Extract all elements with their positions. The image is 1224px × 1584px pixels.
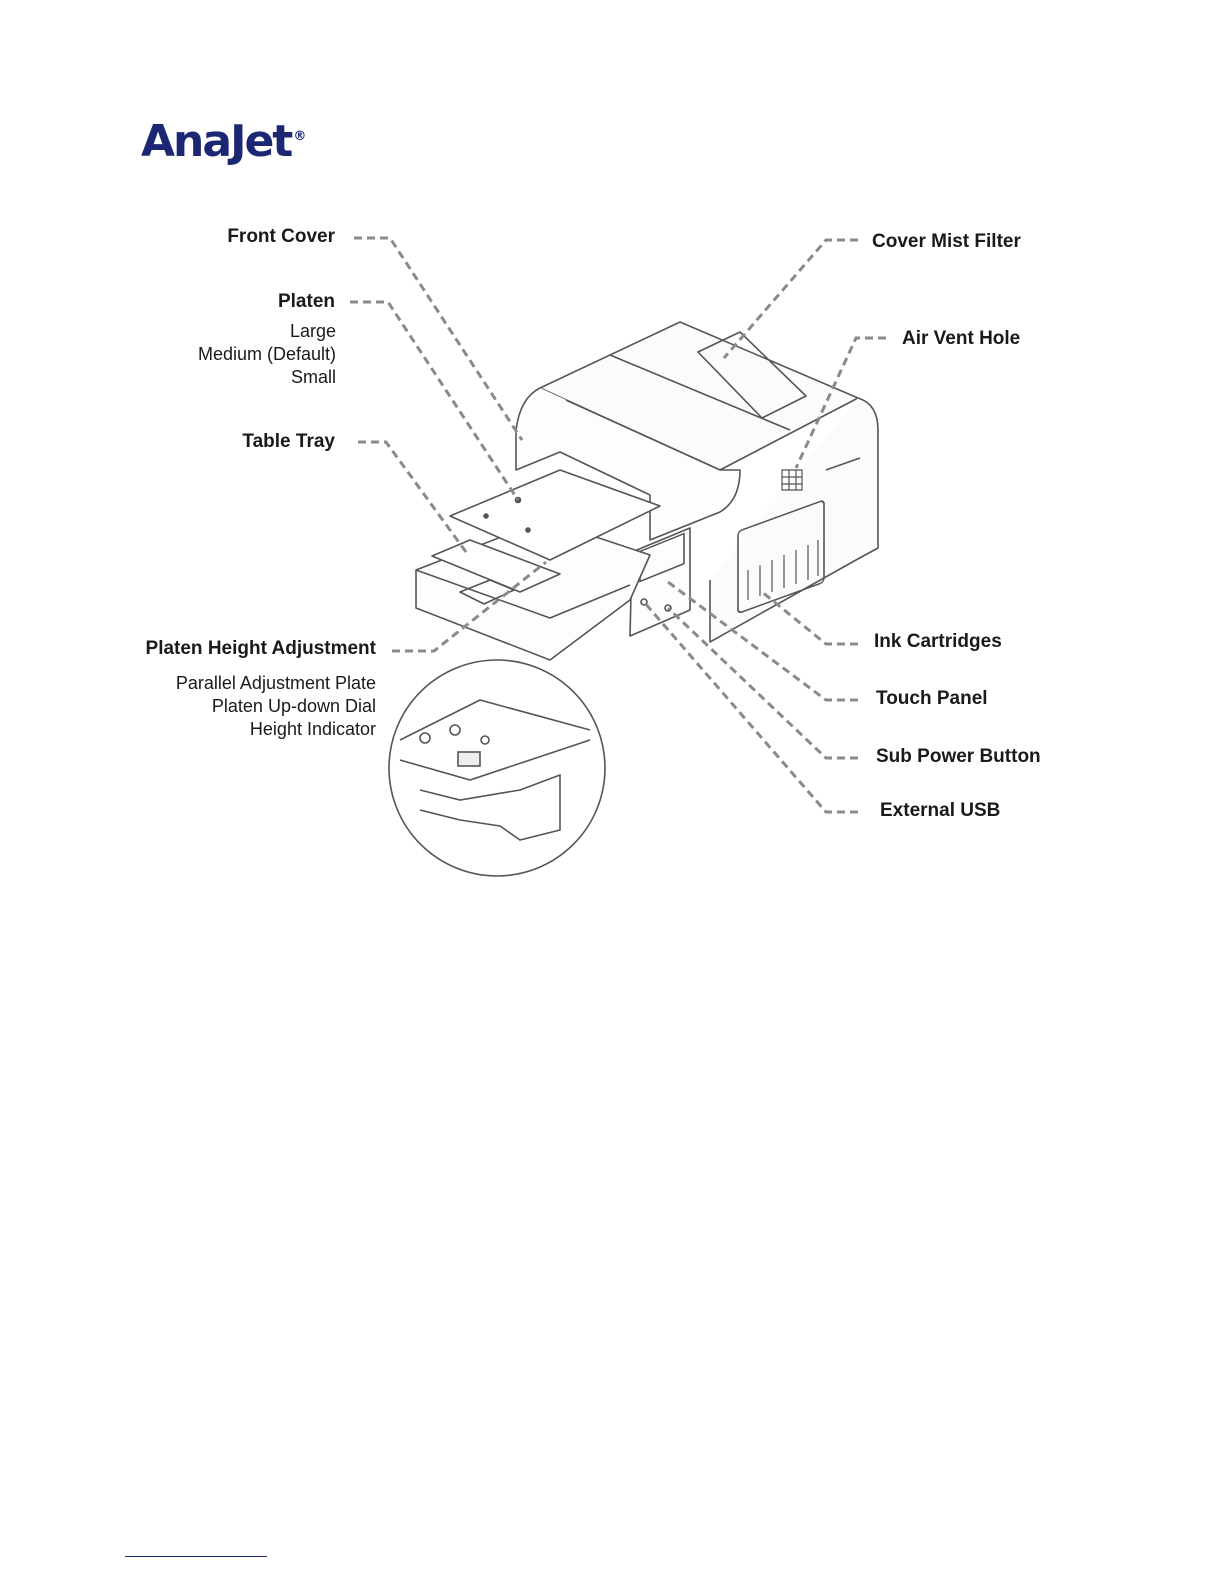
label-platen: Platen: [180, 291, 335, 313]
leader-external-usb: [644, 602, 858, 812]
label-platen-height-adjustment: Platen Height Adjustment: [120, 638, 376, 660]
leader-cover-mist-filter: [724, 240, 858, 358]
leader-front-cover: [354, 238, 522, 440]
part-parallel-adjustment-plate: Parallel Adjustment Plate: [130, 672, 376, 695]
part-height-indicator: Height Indicator: [130, 718, 376, 741]
platen-option-small: Small: [150, 366, 336, 389]
control-panel: [630, 528, 690, 636]
leader-sub-power-button: [668, 608, 858, 758]
label-table-tray: Table Tray: [180, 431, 335, 453]
label-sub-power-button: Sub Power Button: [876, 746, 1041, 768]
leader-platen: [350, 302, 518, 500]
platen-options: Large Medium (Default) Small: [150, 320, 336, 389]
label-external-usb: External USB: [880, 800, 1000, 822]
leader-table-tray: [358, 442, 466, 552]
label-touch-panel: Touch Panel: [876, 688, 988, 710]
label-front-cover: Front Cover: [180, 226, 335, 248]
platen-height-parts: Parallel Adjustment Plate Platen Up-down…: [130, 672, 376, 741]
label-air-vent-hole: Air Vent Hole: [902, 328, 1020, 350]
part-platen-up-down-dial: Platen Up-down Dial: [130, 695, 376, 718]
footer-rule: [125, 1556, 267, 1557]
platen-height-inset: [389, 660, 605, 876]
label-ink-cartridges: Ink Cartridges: [874, 631, 1002, 653]
label-cover-mist-filter: Cover Mist Filter: [872, 231, 1021, 253]
platen-option-medium: Medium (Default): [150, 343, 336, 366]
platen-option-large: Large: [150, 320, 336, 343]
